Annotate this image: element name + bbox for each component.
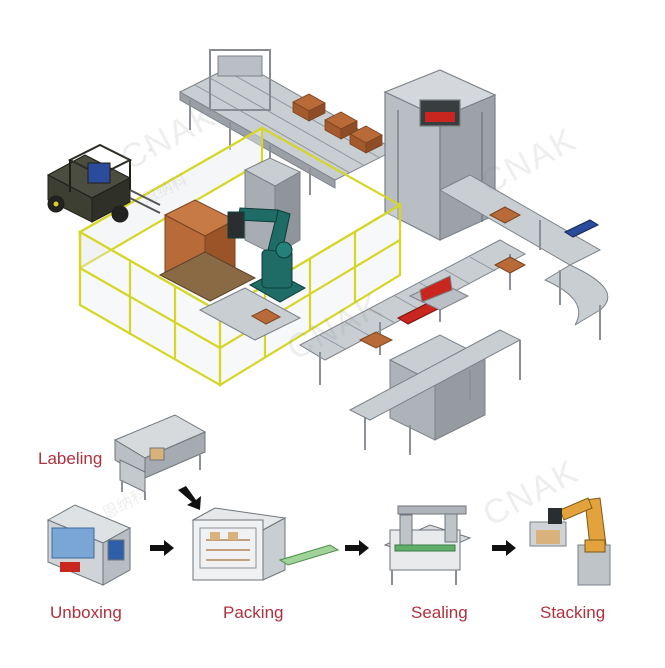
stacking-robot bbox=[529, 497, 611, 586]
case-sealer bbox=[383, 505, 472, 585]
arrow-packing-to-sealing bbox=[345, 540, 369, 556]
stage-label-labeling: Labeling bbox=[38, 449, 103, 468]
unboxing-machine bbox=[46, 504, 132, 586]
labeling-machine bbox=[113, 414, 207, 500]
stage-label-stacking: Stacking bbox=[540, 603, 606, 622]
safety-guard-fence bbox=[77, 126, 403, 387]
main-conveyor bbox=[298, 174, 609, 385]
infeed-conveyor bbox=[178, 49, 397, 195]
boxes-infeed bbox=[292, 93, 383, 154]
packing-tower bbox=[383, 69, 497, 241]
arrow-unboxing-to-packing bbox=[150, 540, 174, 556]
sealing-station bbox=[348, 275, 522, 455]
robot-cell bbox=[158, 157, 307, 341]
palletizing-robot bbox=[227, 207, 307, 303]
arrow-sealing-to-stacking bbox=[492, 540, 516, 556]
watermark-graphics bbox=[148, 148, 152, 152]
stage-label-sealing: Sealing bbox=[411, 603, 468, 622]
forklift bbox=[46, 143, 161, 223]
arrow-labeling-to-packing bbox=[178, 486, 201, 510]
stage-label-packing: Packing bbox=[223, 603, 284, 622]
stage-label-unboxing: Unboxing bbox=[50, 603, 122, 622]
process-arrows bbox=[150, 486, 516, 556]
packing-machine bbox=[191, 507, 340, 581]
